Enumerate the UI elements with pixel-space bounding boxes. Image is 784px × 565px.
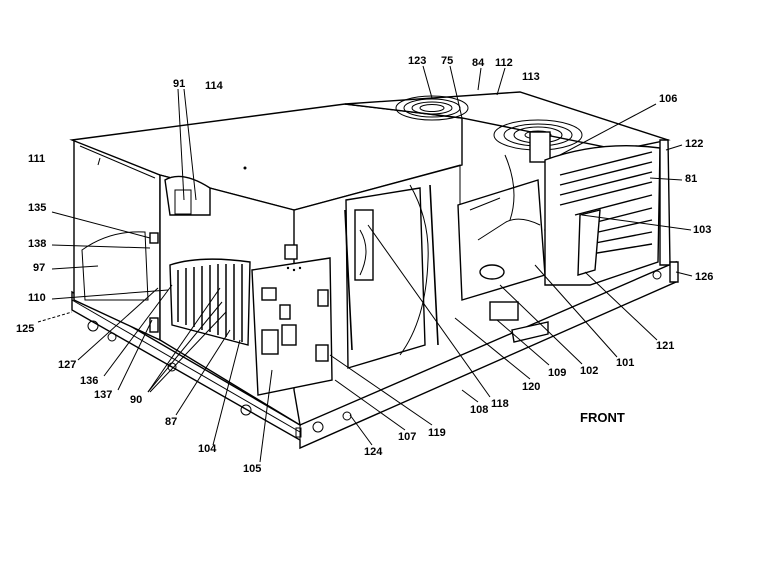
callout-121: 121 (656, 340, 674, 352)
callout-101: 101 (616, 357, 634, 369)
callout-125: 125 (16, 323, 34, 335)
callout-119: 119 (428, 427, 446, 439)
callout-135: 135 (28, 202, 46, 214)
callout-102: 102 (580, 365, 598, 377)
condenser-top (344, 91, 671, 151)
callout-138: 138 (28, 238, 46, 250)
callout-108: 108 (470, 404, 488, 416)
callout-75: 75 (441, 55, 453, 67)
right-side-frame (659, 139, 671, 266)
callout-91-top: 91 (173, 78, 185, 90)
callout-118: 118 (491, 398, 509, 410)
compressor-section (457, 179, 546, 301)
callout-126: 126 (695, 271, 713, 283)
callout-124: 124 (364, 446, 383, 458)
callout-120: 120 (522, 381, 540, 393)
callout-103: 103 (693, 224, 711, 236)
fan-blade-assembly (493, 119, 583, 163)
callout-81: 81 (685, 173, 697, 185)
callout-113: 113 (522, 71, 540, 83)
callout-107: 107 (398, 431, 416, 443)
leader-lines (37, 65, 693, 463)
callout-112: 112 (495, 57, 513, 69)
callout-105: 105 (243, 463, 261, 475)
unit-drawing (69, 91, 679, 450)
callout-84: 84 (472, 57, 485, 69)
callout-labels: 123 75 84 112 113 91 114 106 122 111 81 … (16, 55, 713, 475)
callout-122: 122 (685, 138, 703, 150)
callout-104: 104 (198, 443, 217, 455)
callout-114: 114 (205, 80, 224, 92)
callout-137: 137 (94, 389, 112, 401)
callout-136: 136 (80, 375, 98, 387)
callout-109: 109 (548, 367, 566, 379)
callout-123: 123 (408, 55, 426, 67)
callout-111: 111 (28, 153, 45, 165)
callout-90: 90 (130, 394, 142, 406)
callout-97: 97 (33, 262, 45, 274)
callout-127: 127 (58, 359, 76, 371)
condenser-coil (544, 145, 661, 286)
condenser-fan-grille (395, 95, 469, 121)
callout-106: 106 (659, 93, 677, 105)
callout-110: 110 (28, 292, 46, 304)
front-label: FRONT (580, 410, 625, 425)
callout-87: 87 (165, 416, 177, 428)
